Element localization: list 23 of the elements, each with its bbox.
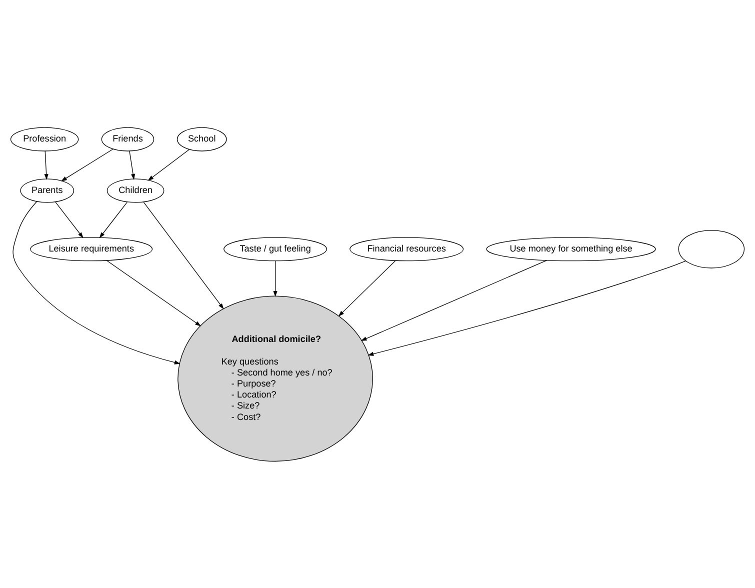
arrow — [12, 200, 180, 364]
arrow — [273, 260, 278, 296]
node-ellipse — [678, 229, 745, 268]
node-ellipse: Financial resources — [350, 236, 464, 261]
arrow — [99, 201, 128, 238]
node-ellipse: Use money for something else — [486, 236, 656, 261]
arrow — [338, 260, 396, 316]
arrow — [44, 150, 48, 180]
arrow — [129, 150, 136, 180]
arrow — [106, 260, 202, 326]
arrow — [143, 201, 224, 309]
arrow — [368, 260, 686, 356]
node-ellipse: Friends — [101, 126, 154, 151]
node-ellipse: Taste / gut feeling — [224, 236, 328, 261]
node-ellipse: Children — [106, 178, 164, 202]
arrow — [148, 148, 190, 180]
node-ellipse: Parents — [20, 178, 74, 202]
node-ellipse: School — [176, 126, 227, 151]
arrow — [61, 148, 114, 181]
arrow — [55, 201, 84, 238]
node-ellipse: Profession — [10, 126, 79, 151]
node-ellipse: Leisure requirements — [30, 236, 153, 261]
arrow — [360, 260, 547, 340]
